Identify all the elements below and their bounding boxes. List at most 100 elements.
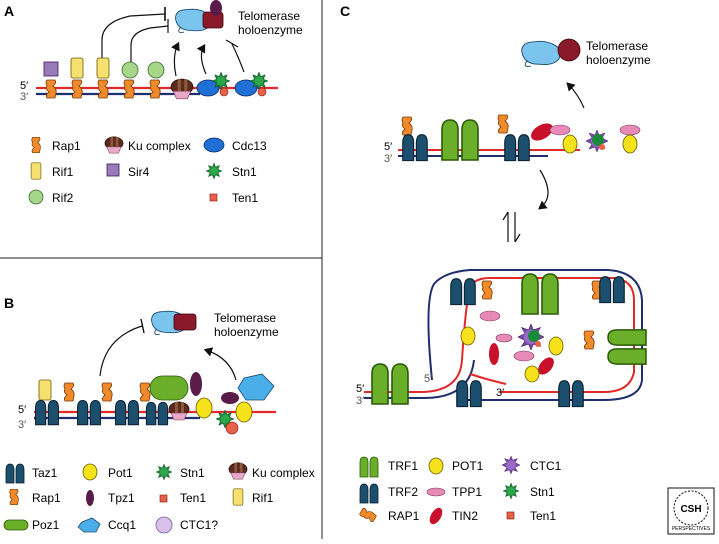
tin2-icon [538,357,554,375]
tpz1-icon [190,372,202,396]
legend-tin2-icon [429,507,443,525]
rap1-icon [97,79,109,99]
panel-b-3prime: 3′ [18,419,26,431]
legend-trf1-icon [359,456,379,478]
tin2-icon [489,343,499,365]
legend-label: Sir4 [128,165,150,179]
pot1-icon [195,397,213,419]
legend-rap1-icon [9,488,19,506]
legend-label: TRF1 [388,459,418,473]
tpz1-icon [210,0,222,16]
t-loop-blue-strand [427,269,643,401]
pot1-icon [548,336,564,356]
pot1-icon [562,134,578,154]
legend-label: CTC1 [530,459,562,473]
panel-b-legend: Taz1 Rap1 Poz1 Pot1 Tpz1 Ccq1 Stn1 Ten1 … [3,462,315,534]
ten1-icon [219,87,229,97]
panel-a-5prime: 5′ [20,80,28,92]
rap1-icon [583,330,595,350]
legend-label: Tpz1 [108,491,135,505]
legend-label: Rif2 [52,191,74,205]
t-loop-red-strand [364,277,635,393]
legend-rap1-icon [358,506,378,523]
activation-arrow [171,41,180,77]
activation-arrow [566,82,585,109]
rap1-icon [71,79,83,99]
ten1-icon [257,87,267,97]
legend-cdc13-icon [203,137,225,153]
tpp1-icon [549,124,571,136]
legend-label: RAP1 [388,509,420,523]
legend-ku-complex-icon [228,462,248,480]
inhibition-line [130,25,169,62]
legend-trf2-icon [359,483,379,504]
telomerase-rna-icon [173,313,197,331]
panel-c-5prime: 5′ [384,141,392,153]
legend-ku-complex-icon [104,136,124,154]
ccq1-icon [237,373,275,401]
pot1-icon [460,326,476,346]
rif1-icon [38,379,52,401]
rap1-icon [45,79,57,99]
legend-label: Poz1 [32,518,60,532]
legend-ten1-icon [506,511,515,520]
legend-tpz1-icon [86,490,94,506]
telomerase-icon [521,40,561,67]
legend-ten1-icon [209,193,218,202]
activation-arrow [203,347,237,381]
legend-label: TRF2 [388,485,418,499]
legend-label: Ten1 [180,491,206,505]
panel-a-legend: Rap1 Rif1 Rif2 Ku complex Sir4 Cdc13 Stn… [28,136,267,205]
rap1-icon [63,382,75,402]
tpp1-icon [619,124,641,136]
legend-label: Rap1 [52,139,81,153]
legend-label: TPP1 [452,485,482,499]
taz1-icon [145,401,169,426]
panel-c-letter: C [340,3,350,19]
legend-label: CTC1? [180,518,218,532]
sir4-icon [43,61,59,77]
stn1-icon [250,72,268,90]
legend-label: Ccq1 [108,518,136,532]
panel-c-enzyme-label-2: holoenzyme [586,53,651,67]
pot1-icon [235,401,253,423]
panel-c-loop-5prime: 5′ [356,383,364,395]
panel-c: C Telomerase holoenzyme 5′ 3′ [340,3,715,535]
panel-a-letter: A [4,3,14,19]
rap1-icon [497,114,509,134]
panel-b: B Telomerase holoenzyme 5′ 3′ Taz1 [3,295,315,534]
legend-label: Stn1 [232,165,257,179]
legend-label: Ten1 [530,509,556,523]
panel-a-3prime: 3′ [20,91,28,103]
panel-b-letter: B [4,295,14,311]
rif2-icon [121,61,139,79]
panel-c-enzyme-label-1: Telomerase [586,39,648,53]
cdc13-icon [234,79,258,97]
tpp1-icon [513,350,535,362]
trf2-icon [450,278,476,306]
rap1-icon [401,116,413,136]
panel-b-5prime: 5′ [18,404,26,416]
rif1-icon [96,57,110,79]
ku-complex-icon [170,78,194,100]
trf2-icon [558,380,584,408]
stn1-icon [212,72,230,90]
panel-c-loop-inner-3prime: 3′ [496,387,504,399]
legend-label: Taz1 [32,466,58,480]
legend-rif2-icon [28,189,44,205]
rap1-icon [123,79,135,99]
rap1-icon [139,382,151,402]
legend-label: Ku complex [252,466,315,480]
panel-c-legend: TRF1 TRF2 RAP1 POT1 TPP1 TIN2 CTC1 Stn1 … [358,456,562,525]
legend-label: Stn1 [180,466,205,480]
legend-tpp1-icon [426,487,446,497]
csh-perspectives-logo: CSH PERSPECTIVES [667,487,715,535]
trf1-icon [441,119,479,161]
legend-ctc1-icon [502,456,520,474]
tpp1-icon [479,310,501,322]
inhibition-line [99,325,143,377]
ten1-icon [225,421,239,435]
rap1-icon [101,382,113,402]
legend-label: TIN2 [452,509,478,523]
